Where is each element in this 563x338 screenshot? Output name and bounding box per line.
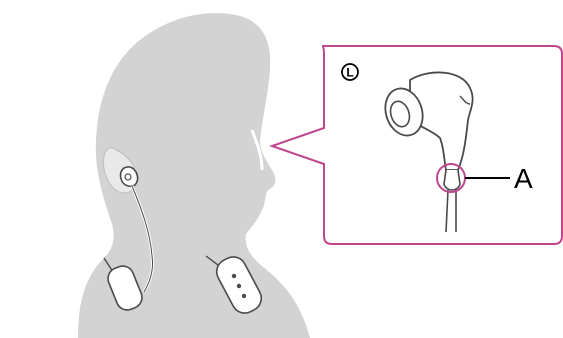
svg-text:L: L (346, 66, 353, 80)
part-a-label: A (514, 163, 533, 194)
